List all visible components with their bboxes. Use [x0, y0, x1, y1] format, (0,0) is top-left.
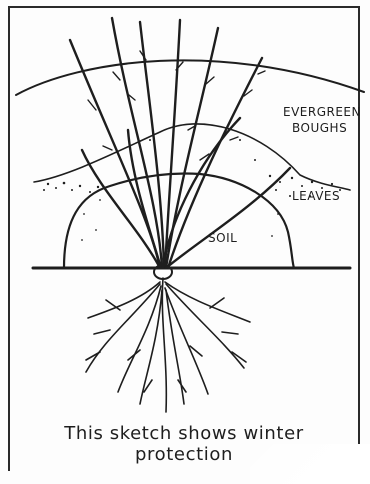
leaves-label: LEAVES: [292, 190, 340, 203]
caption-line-1: This sketch shows winter: [26, 423, 342, 444]
evergreen-label: EVERGREEN: [283, 106, 361, 119]
plant-canes: [70, 18, 290, 268]
page-corner-fade: [250, 444, 370, 484]
evergreen-boughs-arc: [16, 60, 364, 95]
root-system: [86, 278, 250, 412]
boughs-label: BOUGHS: [292, 122, 347, 135]
soil-label: SOIL: [208, 232, 237, 245]
